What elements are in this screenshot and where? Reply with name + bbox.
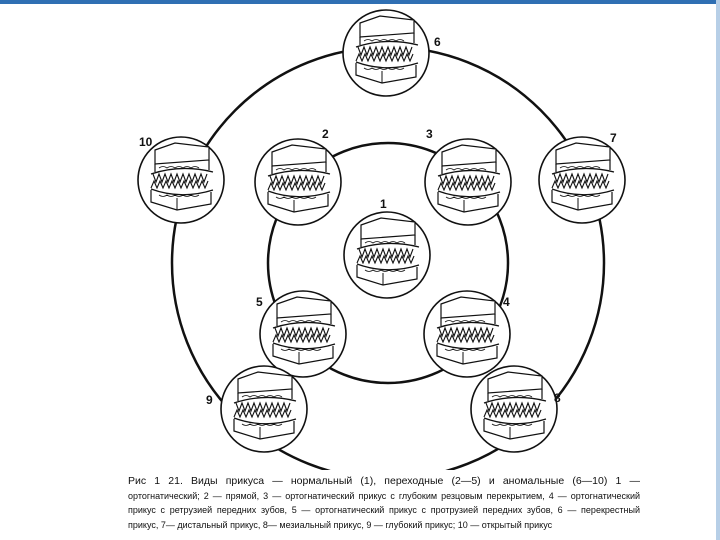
bite-item-1: 1	[344, 197, 430, 298]
caption-line-1: Рис 1 21. Виды прикуса — нормальный (1),…	[128, 475, 640, 487]
bite-item-3: 3	[425, 127, 511, 225]
bite-number-1: 1	[380, 197, 387, 211]
bite-types-diagram: 1 2 3 4 5 6 7 8 9 10	[0, 0, 720, 470]
bite-number-2: 2	[322, 127, 329, 141]
figure-caption: Рис 1 21. Виды прикуса — нормальный (1),…	[128, 474, 640, 532]
bite-number-10: 10	[139, 135, 153, 149]
bite-number-5: 5	[256, 295, 263, 309]
bite-item-5: 5	[256, 291, 346, 377]
bite-item-2: 2	[255, 127, 341, 225]
caption-line-5: прикус, 9 — глубокий прикус; 10 — открыт…	[334, 520, 553, 530]
bite-item-9: 9	[206, 366, 307, 452]
bite-item-7: 7	[539, 131, 625, 223]
bite-number-8: 8	[554, 391, 561, 405]
bite-item-10: 10	[138, 135, 224, 223]
bite-number-7: 7	[610, 131, 617, 145]
bite-number-9: 9	[206, 393, 213, 407]
caption-line-2: ортогнатический; 2 — прямой, 3 — ортогна…	[128, 491, 483, 501]
bite-item-6: 6	[343, 10, 441, 96]
bite-number-6: 6	[434, 35, 441, 49]
bite-item-8: 8	[471, 366, 561, 452]
bite-number-3: 3	[426, 127, 433, 141]
bite-number-4: 4	[503, 295, 510, 309]
bite-item-4: 4	[424, 291, 510, 377]
